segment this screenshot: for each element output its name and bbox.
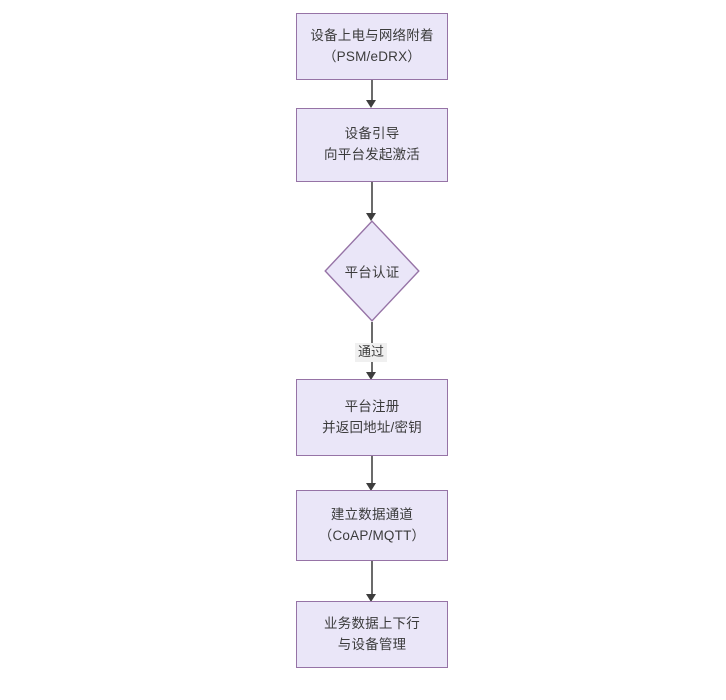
node-register-line-1: 平台注册 (344, 398, 400, 414)
arrowhead-channel-to-business (366, 594, 376, 602)
node-business-data-and-device-management[interactable]: 业务数据上下行 与设备管理 (296, 601, 448, 668)
node-power-line-1: 设备上电与网络附着 (310, 27, 434, 43)
arrowhead-register-to-channel (366, 483, 376, 491)
node-auth-label: 平台认证 (344, 265, 400, 280)
connector-channel-to-business (371, 561, 373, 595)
edge-label-auth-pass: 通过 (355, 343, 388, 362)
node-device-bootstrap[interactable]: 设备引导 向平台发起激活 (296, 108, 448, 182)
node-channel-line-1: 建立数据通道 (330, 506, 414, 522)
node-device-power-on[interactable]: 设备上电与网络附着 （PSM/eDRX） (296, 13, 448, 80)
diamond-shape-icon (324, 220, 420, 322)
connector-register-to-channel (371, 456, 373, 484)
node-register-line-2: 并返回地址/密钥 (322, 419, 422, 435)
node-channel-line-2: （CoAP/MQTT） (318, 527, 426, 543)
node-bootstrap-line-2: 向平台发起激活 (324, 147, 420, 162)
node-business-line-1: 业务数据上下行 (324, 615, 420, 631)
connector-bootstrap-to-auth (371, 182, 373, 214)
node-power-line-2: （PSM/eDRX） (322, 48, 422, 64)
node-establish-data-channel[interactable]: 建立数据通道 （CoAP/MQTT） (296, 490, 448, 561)
node-platform-register[interactable]: 平台注册 并返回地址/密钥 (296, 379, 448, 456)
arrowhead-power-to-bootstrap (366, 100, 376, 108)
connector-power-to-bootstrap (371, 80, 373, 102)
node-platform-authentication[interactable]: 平台认证 (324, 220, 420, 322)
node-bootstrap-line-1: 设备引导 (344, 126, 400, 142)
arrowhead-bootstrap-to-auth (366, 213, 376, 221)
node-business-line-2: 与设备管理 (337, 636, 407, 652)
arrowhead-auth-to-register (366, 372, 376, 380)
